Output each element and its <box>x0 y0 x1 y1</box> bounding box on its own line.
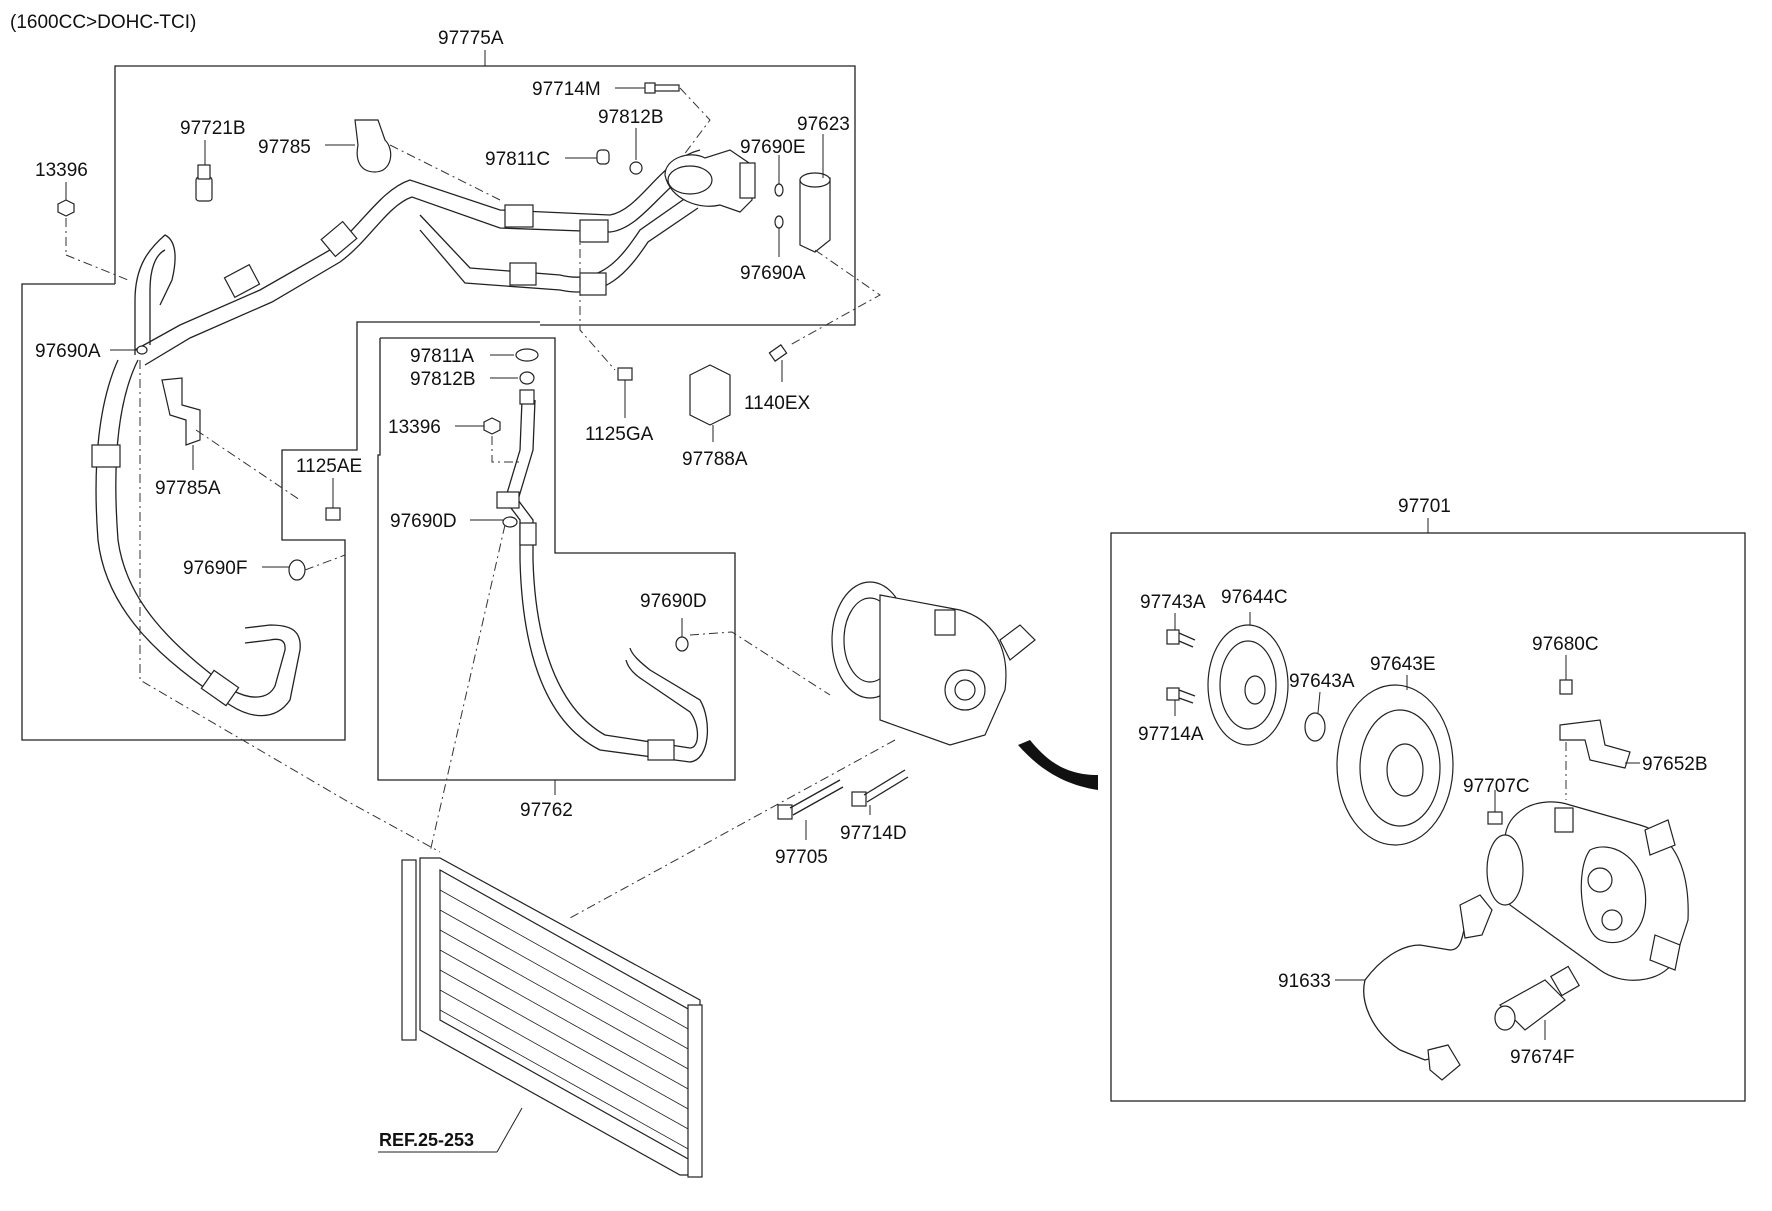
compressor-body[interactable] <box>1486 801 1689 981</box>
bolt-1140EX[interactable] <box>768 344 788 382</box>
group-label-hose-assembly: 97775A <box>438 28 504 49</box>
clutch-plate-97644C[interactable] <box>1207 612 1289 746</box>
label-97785: 97785 <box>258 137 311 158</box>
tube-collar <box>519 522 537 546</box>
label-97690E: 97690E <box>740 137 806 158</box>
oring-97690D-left[interactable] <box>502 516 518 528</box>
label-97811A: 97811A <box>410 346 474 367</box>
arrow-to-compressor-detail <box>1018 740 1098 790</box>
label-97690D-right: 97690D <box>640 591 707 612</box>
label-97714M: 97714M <box>532 79 601 100</box>
label-97812B-mid: 97812B <box>410 369 476 390</box>
label-97690D-left: 97690D <box>390 511 457 532</box>
oring-97690A-upper[interactable] <box>774 215 784 229</box>
group-label-liquid-tube: 97762 <box>520 800 573 821</box>
label-97785A: 97785A <box>155 478 221 499</box>
label-97643A: 97643A <box>1289 671 1355 692</box>
snap-ring-97643A[interactable] <box>1304 712 1326 742</box>
plug-97680C[interactable] <box>1559 679 1573 695</box>
oring-97812B-mid[interactable] <box>519 371 535 385</box>
hose-collar <box>579 219 609 243</box>
bolt-97714M[interactable] <box>615 82 731 176</box>
label-1140EX: 1140EX <box>744 393 811 414</box>
label-1125GA: 1125GA <box>585 424 654 445</box>
label-91633: 91633 <box>1278 971 1331 992</box>
hose-collar <box>200 669 240 707</box>
bolt-1125AE[interactable] <box>325 478 341 521</box>
compressor-mounted[interactable] <box>831 581 1036 746</box>
suction-hose[interactable] <box>91 149 706 717</box>
label-13396-top: 13396 <box>35 160 88 181</box>
pulley-97643E[interactable] <box>1336 675 1454 846</box>
bolt-97743A[interactable] <box>1166 613 1196 648</box>
label-97705: 97705 <box>775 847 828 868</box>
oring-97690F[interactable] <box>288 559 306 581</box>
hose-collar <box>509 262 537 286</box>
oring-97690E[interactable] <box>774 183 784 197</box>
tube-collar <box>647 739 675 761</box>
label-97674F: 97674F <box>1510 1047 1574 1068</box>
leader-condenser-mid <box>429 524 506 853</box>
compressor-assembly-box: 97701 <box>1110 496 1746 1102</box>
oring-97690D-right[interactable] <box>675 636 689 652</box>
label-97714A: 97714A <box>1138 724 1204 745</box>
ref-condenser: REF.25-253 <box>379 1130 474 1150</box>
oring-97812B-top[interactable] <box>629 161 643 175</box>
label-97690A-right: 97690A <box>740 263 806 284</box>
cap-97811C[interactable] <box>596 149 610 165</box>
hose-collar <box>91 444 121 468</box>
hose-collar <box>579 272 607 296</box>
label-97623: 97623 <box>797 114 850 135</box>
liquid-tube-box: 97762 <box>377 337 736 821</box>
nut-13396-top[interactable] <box>57 199 129 281</box>
bracket-97785[interactable] <box>325 119 501 201</box>
label-97721B: 97721B <box>180 118 246 139</box>
bolt-97714A[interactable] <box>1166 687 1196 716</box>
label-97714D: 97714D <box>840 823 907 844</box>
label-97788A: 97788A <box>682 449 748 470</box>
hose-collar <box>320 220 358 258</box>
label-97680C: 97680C <box>1532 634 1599 655</box>
bracket-97652B[interactable] <box>1559 719 1640 800</box>
pressure-sensor[interactable] <box>195 140 213 202</box>
fitting-block[interactable] <box>664 149 756 213</box>
harness-91633[interactable] <box>1335 894 1493 1081</box>
group-label-compressor: 97701 <box>1398 496 1451 517</box>
cap-97811A[interactable] <box>515 348 539 362</box>
label-97652B: 97652B <box>1642 754 1708 775</box>
label-97811C: 97811C <box>485 149 550 170</box>
label-97707C: 97707C <box>1463 776 1530 797</box>
hose-assembly-box: 97775A <box>21 28 856 741</box>
label-97644C: 97644C <box>1221 587 1288 608</box>
nut-13396-mid[interactable] <box>455 417 520 463</box>
hose-collar <box>223 263 261 299</box>
engine-note: (1600CC>DOHC-TCI) <box>10 12 196 33</box>
tube-collar <box>496 491 520 509</box>
hose-collar <box>504 204 534 228</box>
cap-97707C[interactable] <box>1487 811 1503 825</box>
bolt-97705[interactable] <box>777 779 844 840</box>
bolt-1125GA[interactable] <box>579 230 633 418</box>
label-97690A-left: 97690A <box>35 341 101 362</box>
bolt-97714D[interactable] <box>851 769 909 815</box>
liquid-tube-pipe[interactable] <box>496 389 709 763</box>
label-97643E: 97643E <box>1370 654 1436 675</box>
label-97690F: 97690F <box>183 558 247 579</box>
leader-condenser-right <box>569 739 896 919</box>
label-1125AE: 1125AE <box>296 456 362 477</box>
condenser[interactable] <box>401 857 703 1178</box>
label-13396-mid: 13396 <box>388 417 441 438</box>
pad-97788A[interactable] <box>689 364 731 442</box>
tube-end-cap <box>519 389 535 405</box>
label-97743A: 97743A <box>1140 592 1206 613</box>
oring-97690A-left[interactable] <box>136 345 148 355</box>
label-97812B-top: 97812B <box>598 107 664 128</box>
valve-97674F[interactable] <box>1494 965 1580 1040</box>
bracket-97785A[interactable] <box>161 377 301 501</box>
expansion-valve[interactable] <box>789 134 881 346</box>
leader-condenser-left <box>139 360 441 853</box>
